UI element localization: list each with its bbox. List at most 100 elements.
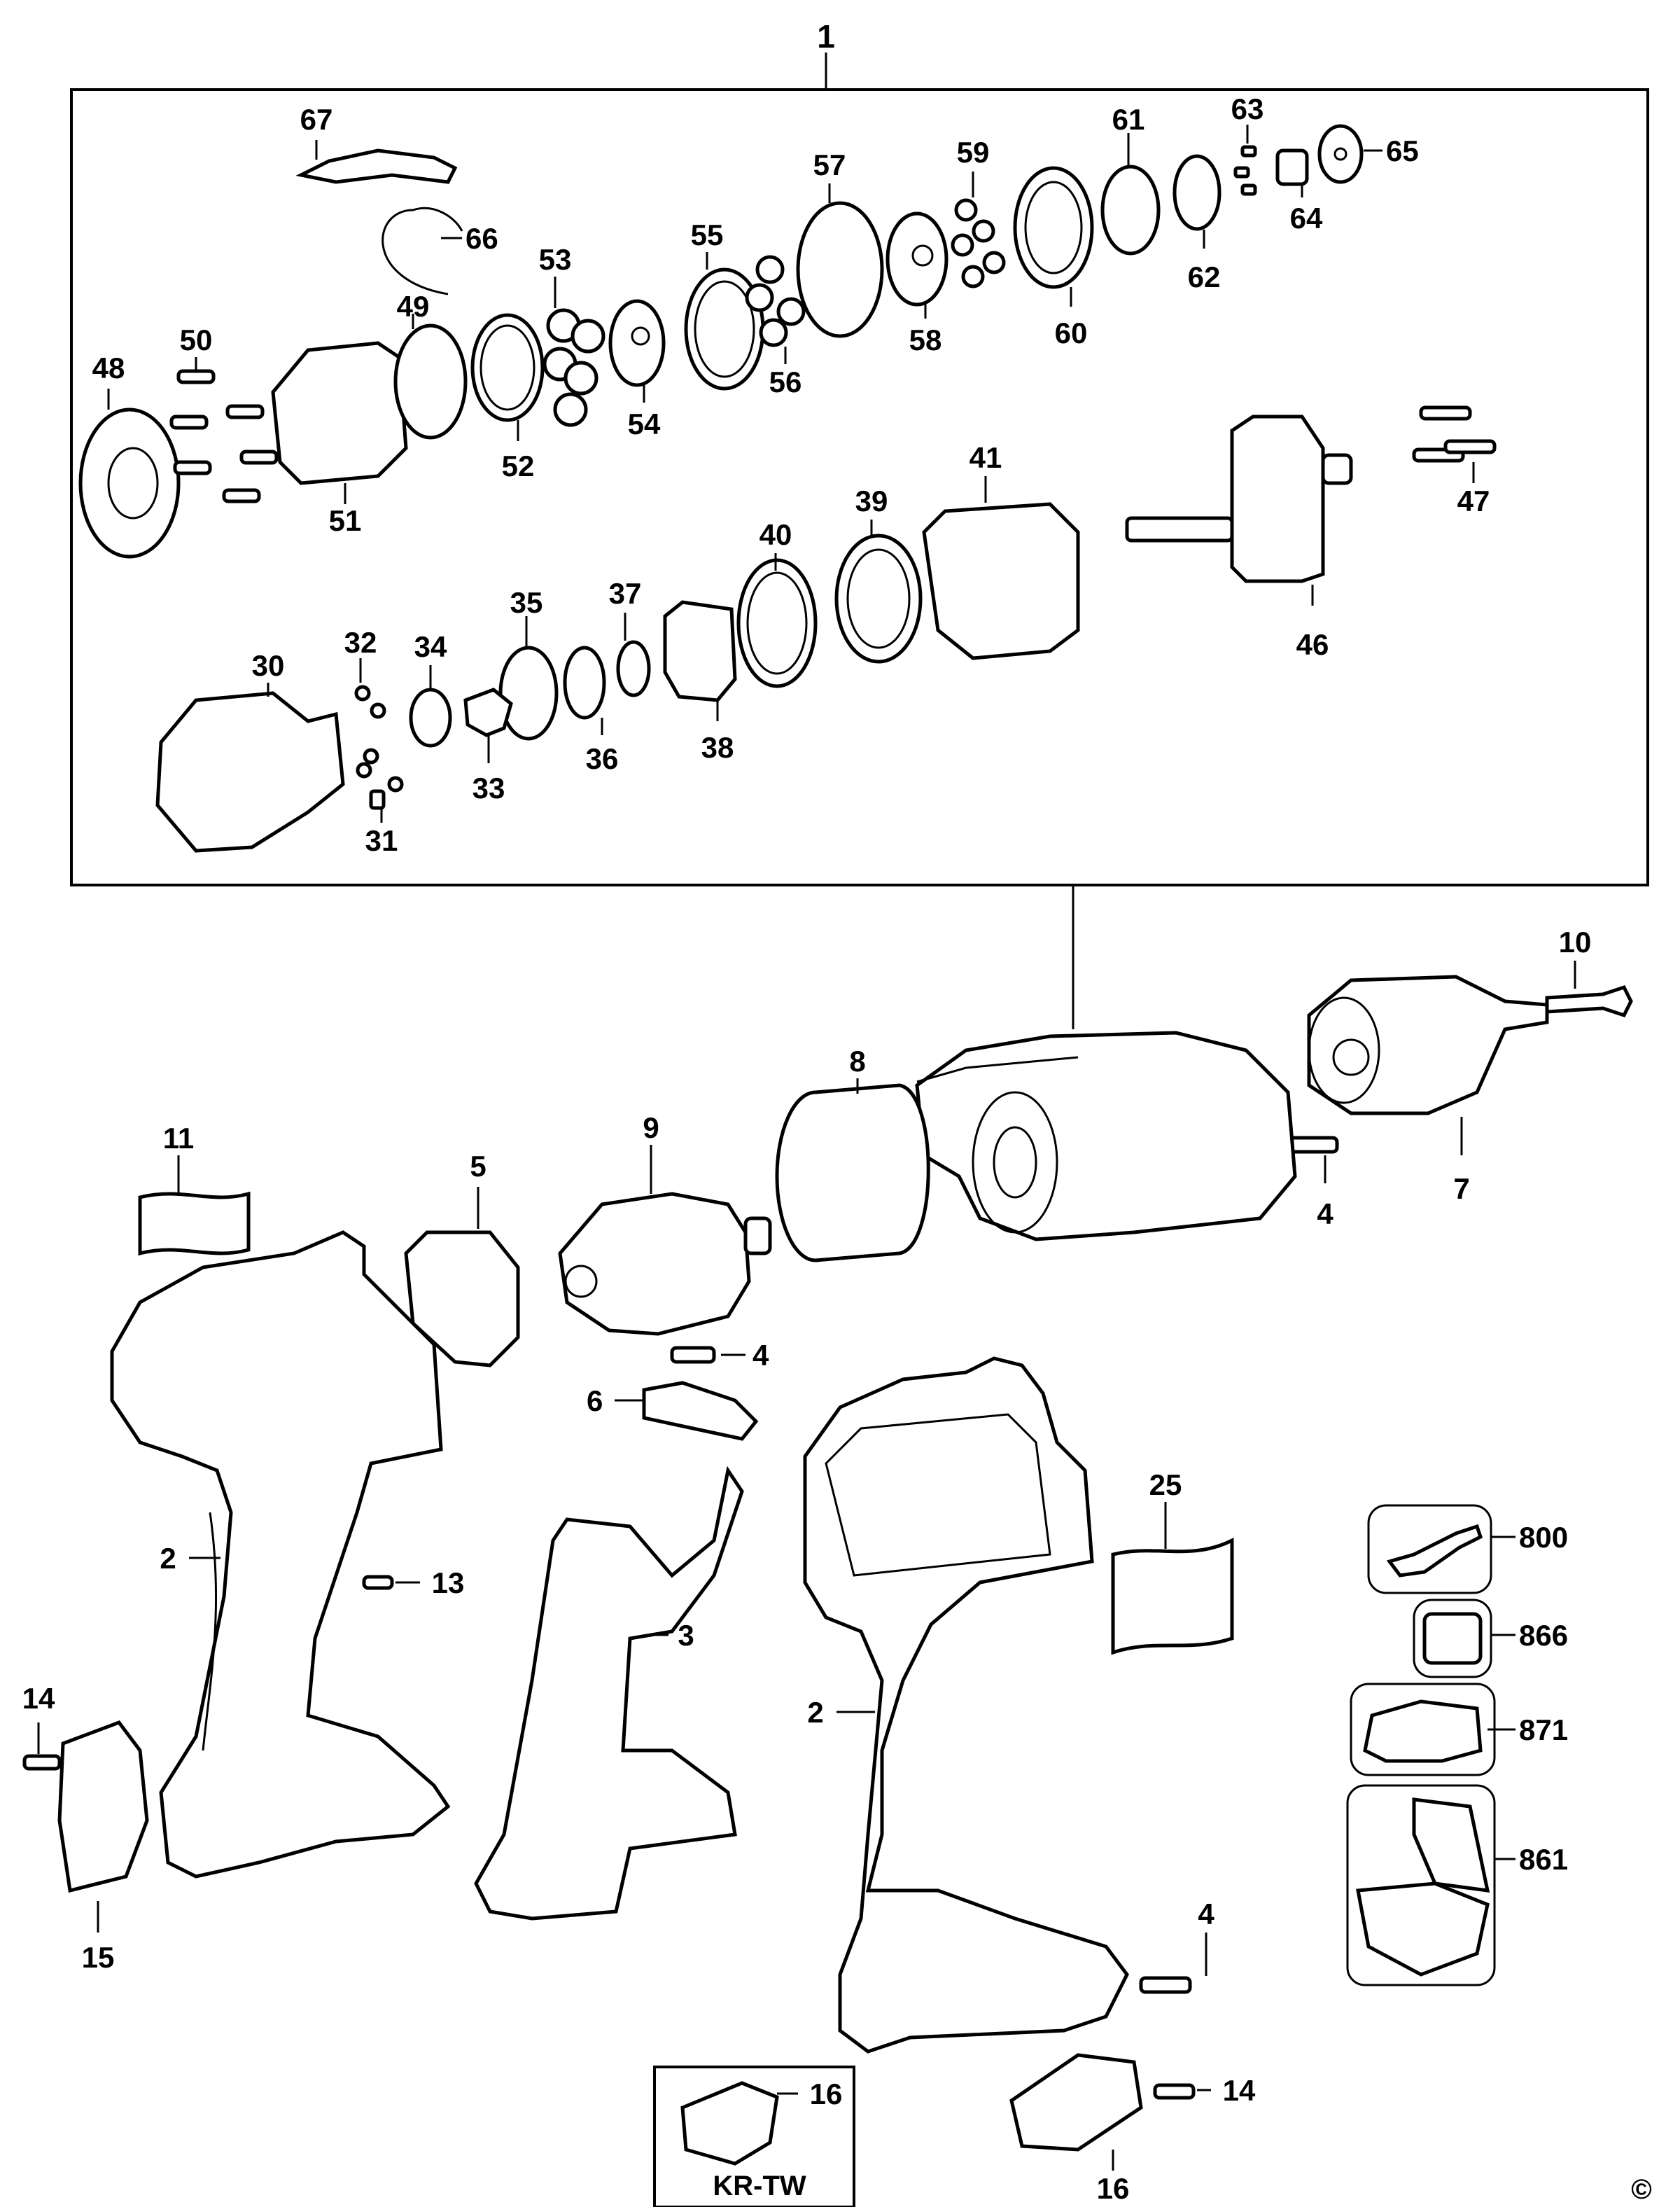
part-4-screw-gearbox [1286, 1136, 1339, 1154]
callout-51: 51 [329, 504, 362, 537]
part-64-nut [1275, 148, 1309, 186]
part-62-ring [1172, 154, 1222, 231]
callout-58: 58 [909, 323, 942, 356]
part-61-coupler [1100, 165, 1161, 256]
callout-46: 46 [1296, 628, 1329, 661]
part-30-clutch-housing [155, 691, 345, 853]
part-2-housing-right [803, 1356, 1129, 2054]
part-16-cover-kr-tw [680, 2081, 779, 2166]
callout-14b: 14 [1223, 2074, 1256, 2107]
callout-4c: 4 [1198, 1898, 1214, 1930]
callout-11: 11 [163, 1122, 194, 1155]
callout-61: 61 [1112, 103, 1145, 136]
part-52-ring-gear [470, 313, 545, 422]
part-51-housing [271, 341, 408, 485]
accessory-871-charger [1363, 1699, 1483, 1763]
part-53-planet-gears [542, 308, 606, 427]
part-1-gearbox-assembly [915, 1031, 1297, 1241]
callout-60: 60 [1055, 316, 1088, 349]
callout-32: 32 [344, 626, 377, 659]
part-66-spring [382, 207, 463, 295]
part-46-spindle-shaft [1125, 516, 1234, 543]
part-4-screw-base [1139, 1976, 1192, 1994]
callout-14a: 14 [22, 1682, 55, 1715]
part-14-screw-left [22, 1754, 62, 1771]
callout-35: 35 [510, 586, 543, 619]
callout-4b: 4 [752, 1339, 769, 1372]
callout-37: 37 [609, 577, 642, 610]
part-4-screw-motor [670, 1346, 716, 1364]
gear-train-parts: 67 66 48 50 51 49 52 [78, 92, 1497, 857]
callout-62: 62 [1188, 260, 1221, 293]
callout-33: 33 [472, 772, 505, 805]
part-56-gears [745, 255, 806, 347]
callout-10: 10 [1559, 926, 1592, 959]
part-10-chuck-screw [1545, 984, 1633, 1018]
callout-66: 66 [465, 222, 498, 255]
part-9-motor [558, 1192, 751, 1336]
part-31-pin [369, 789, 386, 810]
part-2-housing-left [110, 1230, 451, 1879]
part-46-spindle-housing [1230, 415, 1325, 583]
part-6-forward-reverse [642, 1381, 759, 1441]
part-36-spring [563, 646, 606, 720]
part-41-ring-housing [922, 502, 1080, 660]
callout-63: 63 [1231, 92, 1264, 125]
callout-16b: 16 [1097, 2172, 1130, 2205]
callout-65: 65 [1386, 134, 1419, 167]
variant-label: KR-TW [713, 2171, 806, 2201]
part-57-gasket [796, 201, 884, 338]
part-49-washer [393, 323, 468, 440]
callout-871: 871 [1519, 1713, 1568, 1746]
part-40-spring [736, 558, 818, 688]
part-47-screws [1412, 405, 1497, 463]
callout-8: 8 [849, 1045, 865, 1078]
part-33-clutch-spring [463, 688, 513, 737]
part-38-carrier [663, 600, 737, 702]
part-15-belt-clip [57, 1720, 149, 1893]
callout-30: 30 [252, 649, 285, 682]
part-48-plate [78, 408, 181, 559]
callout-9: 9 [643, 1111, 659, 1144]
callout-16a: 16 [810, 2077, 843, 2110]
part-59-gears [951, 198, 1006, 288]
callout-800: 800 [1519, 1521, 1568, 1554]
callout-15: 15 [82, 1941, 115, 1974]
callout-40: 40 [760, 518, 792, 551]
callout-56: 56 [769, 365, 802, 398]
callout-49: 49 [397, 290, 430, 323]
callout-50: 50 [180, 323, 213, 356]
callout-1: 1 [817, 18, 835, 55]
callout-34: 34 [414, 630, 447, 663]
callout-67: 67 [300, 103, 333, 136]
callout-47: 47 [1457, 485, 1490, 517]
callout-4a: 4 [1317, 1197, 1334, 1230]
part-11-label [138, 1191, 251, 1256]
part-8-stator [815, 1083, 930, 1262]
callout-39: 39 [855, 485, 888, 517]
callout-2a: 2 [160, 1542, 176, 1575]
callout-2b: 2 [807, 1696, 823, 1729]
accessory-866-battery [1422, 1612, 1483, 1665]
accessory-parts: 800 866 871 861 [1346, 1504, 1568, 1986]
part-58-carrier [886, 211, 948, 307]
part-50-screws [169, 369, 279, 503]
callout-7: 7 [1453, 1172, 1469, 1205]
part-3-switch-assembly [474, 1465, 744, 1921]
kr-tw-frame [653, 2066, 855, 2207]
callout-52: 52 [502, 450, 535, 482]
callout-6: 6 [587, 1384, 603, 1417]
copyright-mark: © [1631, 2174, 1651, 2205]
callout-31: 31 [365, 824, 398, 857]
part-63-pins [1233, 145, 1257, 196]
callout-57: 57 [813, 148, 846, 181]
part-35-ring [498, 646, 559, 741]
accessory-800-drawing [1386, 1524, 1483, 1578]
part-13-pin [362, 1575, 394, 1590]
callout-13: 13 [432, 1566, 465, 1599]
kr-tw-variant-box: 16 KR-TW [653, 2066, 855, 2207]
assembly-1-group: 1 [70, 18, 1649, 1029]
callout-38: 38 [701, 731, 734, 764]
callout-48: 48 [92, 351, 125, 384]
part-32-balls [354, 685, 404, 793]
